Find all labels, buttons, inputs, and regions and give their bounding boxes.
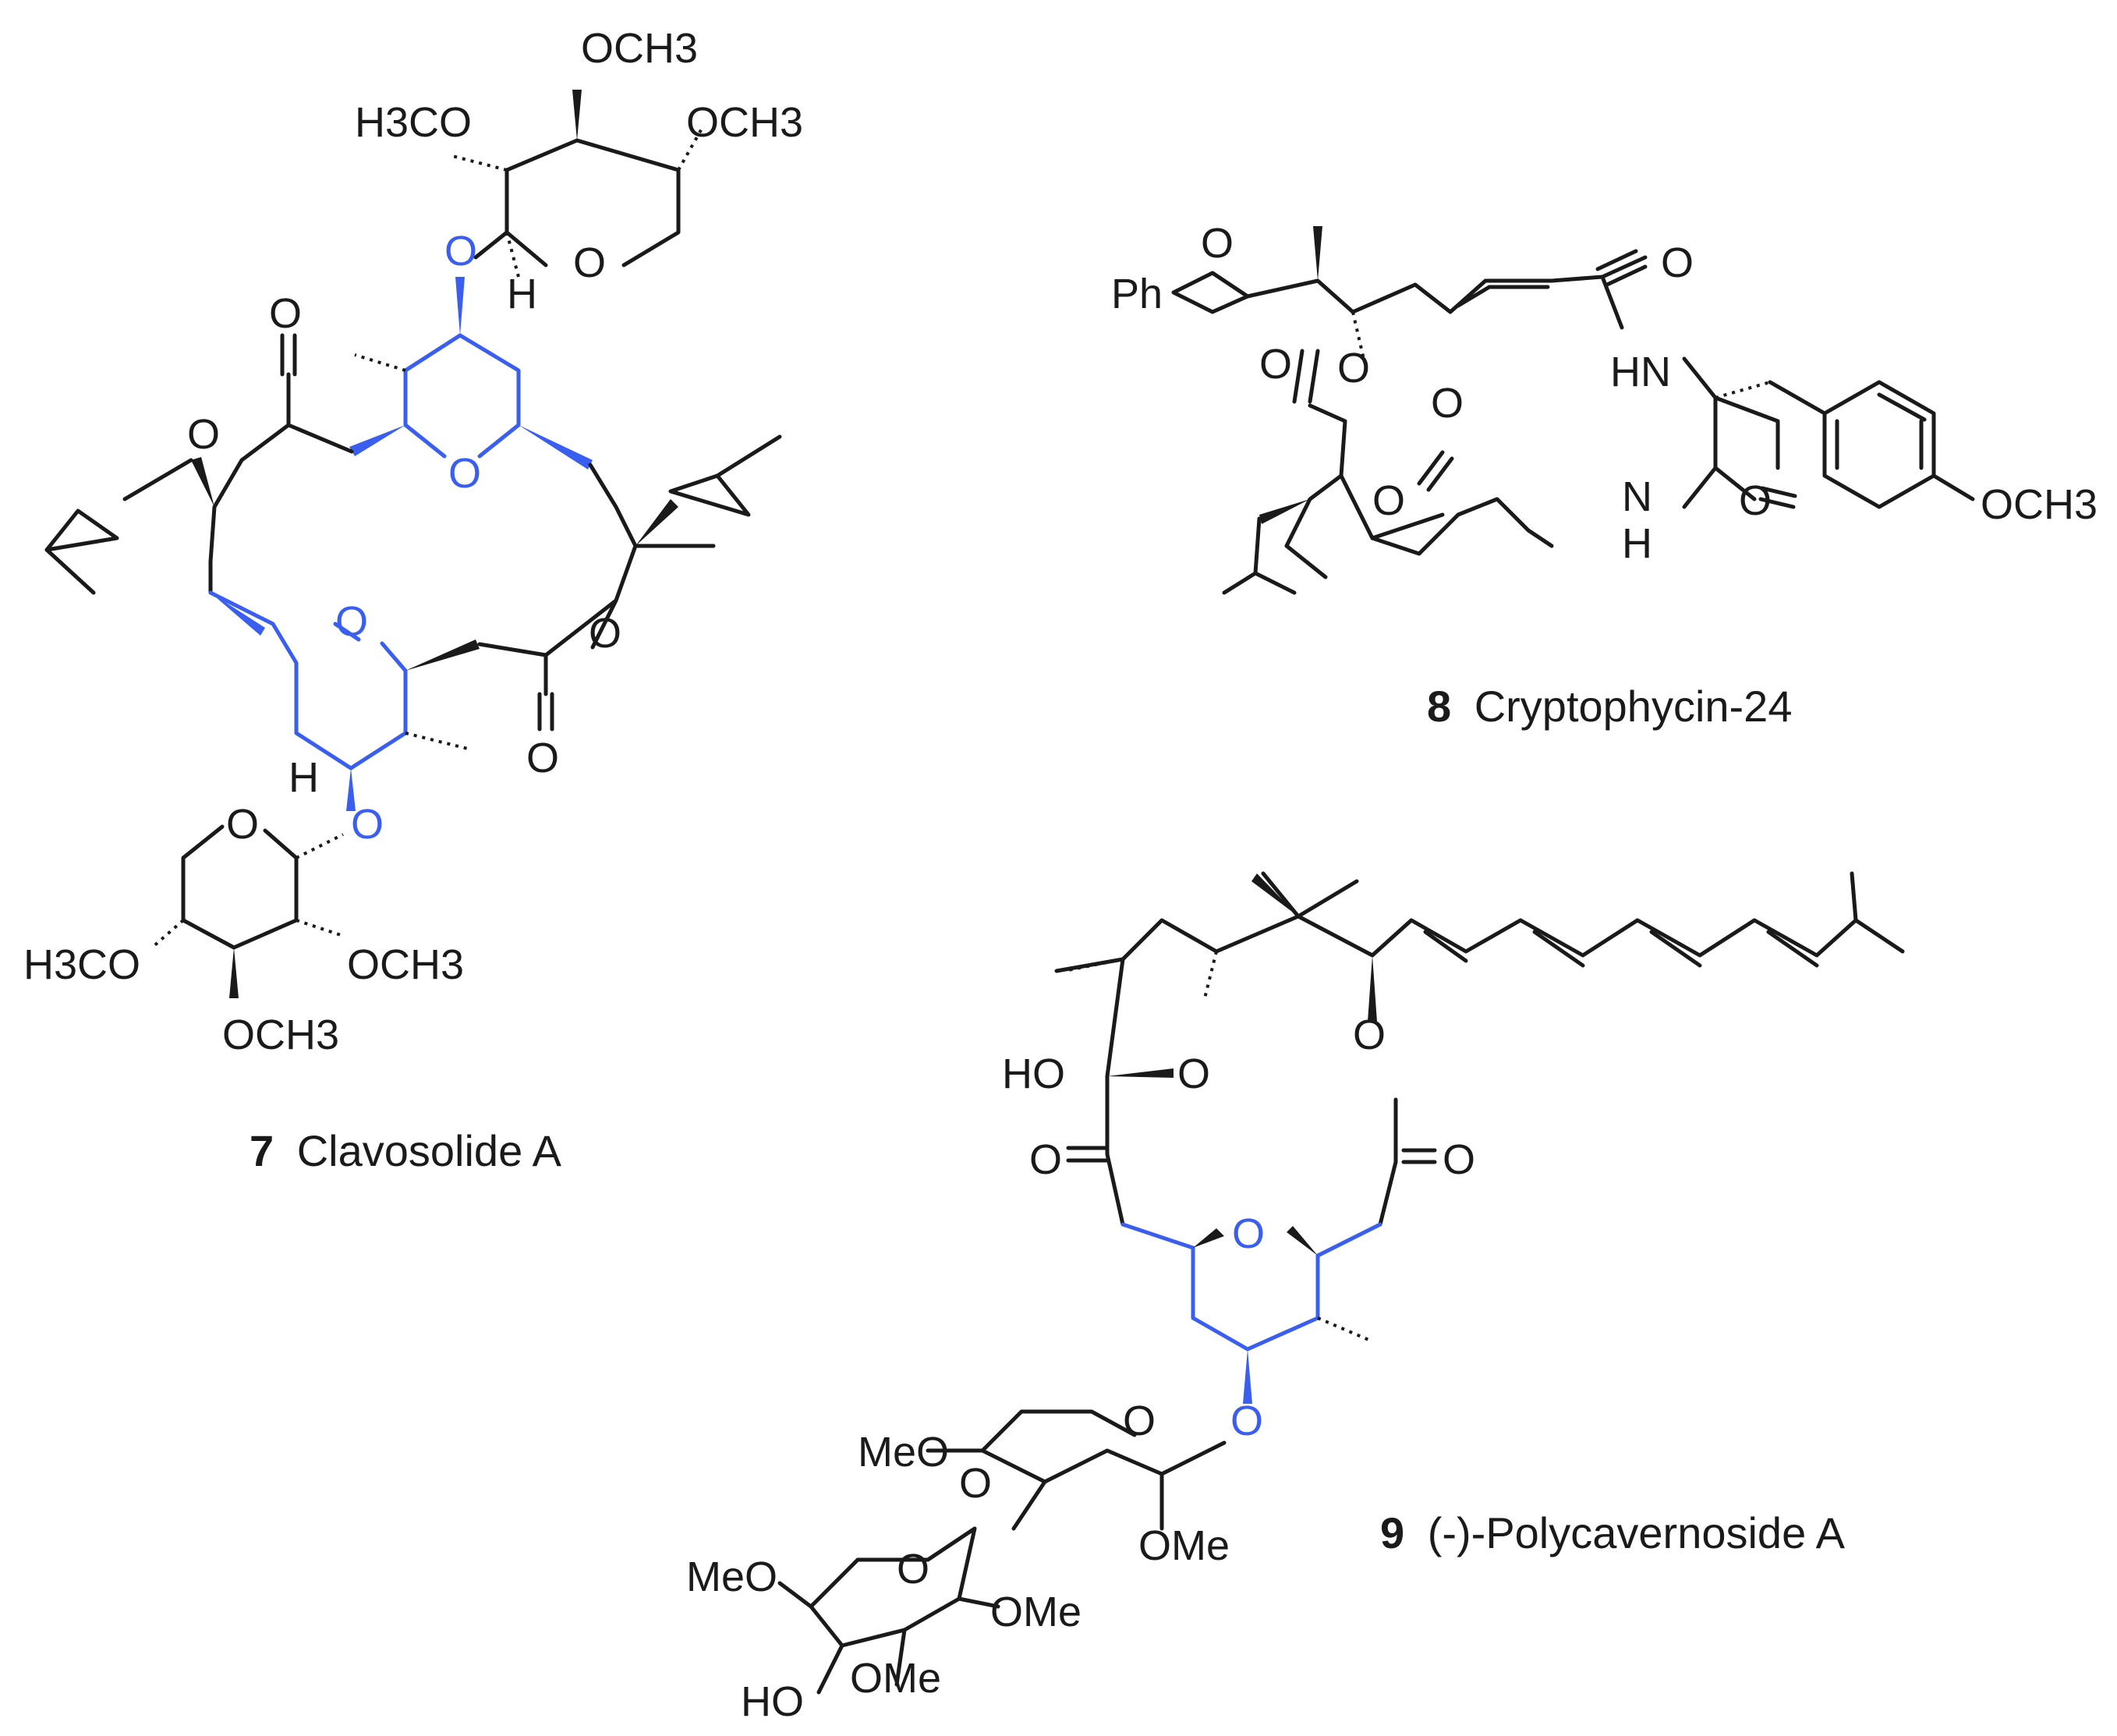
compound-name-polycavernoside-a: (-)-Polycavernoside A <box>1428 1508 1846 1557</box>
atom-o-sugar-1: O <box>1123 1398 1156 1444</box>
atom-o-thp: O <box>1232 1210 1265 1257</box>
compound-8-caption: 8 Cryptophycin-24 <box>1427 682 1792 731</box>
atom-o-ester: O <box>1353 1011 1386 1058</box>
bottom-xylose-sugar: H O H3CO OCH3 OCH3 <box>23 754 464 1058</box>
atom-o-epoxide: O <box>1201 220 1234 267</box>
atom-o-amide-2: O <box>1739 477 1772 524</box>
atom-o-ester-left: O <box>187 411 220 458</box>
atom-o-thp-bottom: O <box>335 598 368 645</box>
compound-clavosolide-a: OCH3 H3CO OCH3 O H O O <box>23 25 803 1175</box>
atom-hn: HN <box>1610 349 1671 395</box>
compound-number-8: 8 <box>1427 682 1451 731</box>
compound-7-caption: 7 Clavosolide A <box>250 1126 562 1175</box>
atom-och3-bottom: OCH3 <box>222 1011 339 1058</box>
atom-o-carbonyl-bottom: O <box>526 735 559 781</box>
atom-ho-hemiketal: HO <box>1002 1050 1065 1097</box>
atom-o-ester-1: O <box>1337 345 1370 391</box>
polycavernoside-thp-ring <box>1120 1222 1382 1404</box>
atom-och3-right-top: OCH3 <box>686 99 803 146</box>
top-tetrahydropyran-ring: O <box>349 277 593 497</box>
atom-n: N <box>1622 473 1652 520</box>
atom-o-glyco-bottom: O <box>351 801 384 848</box>
atom-o-hemiketal-ring: O <box>1177 1050 1210 1097</box>
atom-o-carbonyl-top: O <box>269 290 302 337</box>
atom-ome-2: OMe <box>990 1589 1082 1635</box>
atom-ph: Ph <box>1111 271 1163 317</box>
atom-meo-1: MeO <box>858 1429 949 1476</box>
atom-h-amide: H <box>1622 520 1652 567</box>
atom-o-glyco-top: O <box>444 228 477 275</box>
atom-meo-2: MeO <box>686 1554 777 1600</box>
atom-ome-1: OMe <box>1138 1522 1230 1569</box>
atom-o-sugar-2: O <box>897 1546 929 1593</box>
atom-o-sugar-ring-bottom: O <box>226 801 259 848</box>
macrolide-backbone <box>44 333 782 732</box>
atom-h-top: H <box>507 271 537 317</box>
atom-o-carbonyl-1: O <box>1259 341 1292 388</box>
atom-och3-right-bottom: OCH3 <box>347 941 464 988</box>
compound-name-clavosolide-a: Clavosolide A <box>297 1126 562 1175</box>
compound-cryptophycin-24: Ph O O O O HN O O N H O OCH3 8 Cryptophy… <box>1111 220 2098 731</box>
atom-h3co-left-bottom: H3CO <box>23 941 140 988</box>
atom-h-bottom: H <box>289 754 319 801</box>
atom-o-thp-top: O <box>448 450 481 497</box>
atom-o-lactone: O <box>1443 1136 1475 1183</box>
atom-o-sugar-ring-top: O <box>573 239 606 286</box>
compound-9-caption: 9 (-)-Polycavernoside A <box>1380 1508 1846 1557</box>
top-xylose-sugar: OCH3 H3CO OCH3 O H <box>355 25 803 317</box>
compound-number-7: 7 <box>250 1126 274 1175</box>
atom-o-glyco: O <box>1230 1398 1263 1444</box>
atom-och3-top: OCH3 <box>581 25 698 72</box>
compound-polycavernoside-a: HO O O O O O O MeO O O OMe MeO O OMe HO … <box>686 871 1905 1725</box>
atom-ome-3: OMe <box>850 1655 941 1702</box>
atom-ho-sugar: HO <box>741 1678 804 1725</box>
atom-o-ketone: O <box>1029 1136 1062 1183</box>
atom-och3: OCH3 <box>1981 481 2098 528</box>
bottom-tetrahydropyran-ring: O <box>208 590 548 811</box>
atom-o-carbonyl-2: O <box>1431 380 1464 427</box>
compound-number-9: 9 <box>1380 1508 1404 1557</box>
atom-o-ester-right: O <box>589 610 621 657</box>
atom-o-link: O <box>959 1460 992 1507</box>
compound-name-cryptophycin-24: Cryptophycin-24 <box>1474 682 1793 731</box>
atom-o-amide-top: O <box>1661 239 1694 286</box>
atom-o-ester-2: O <box>1372 477 1405 524</box>
atom-h3co-left-top: H3CO <box>355 99 472 146</box>
